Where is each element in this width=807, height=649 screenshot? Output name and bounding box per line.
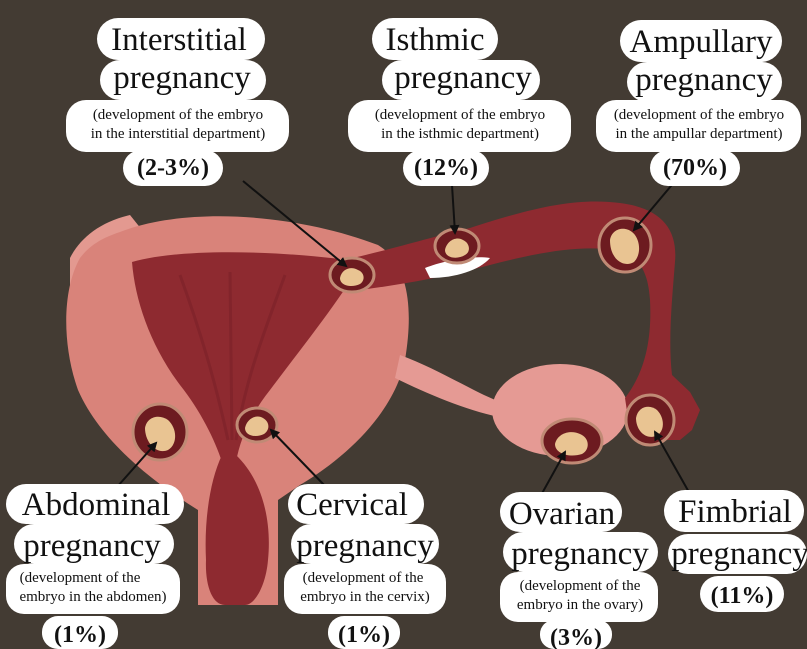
label-abdominal: Abdominal pregnancy (development of the …: [6, 484, 184, 649]
label-abdominal-desc-1: (development of the: [20, 570, 141, 586]
label-interstitial-desc-1: (development of the embryo: [93, 107, 263, 123]
arrow-fimbrial: [655, 432, 690, 494]
label-ampullary-percent: (70%): [663, 155, 727, 181]
label-cervical-percent: (1%): [338, 622, 390, 648]
arrow-isthmic: [452, 185, 455, 233]
embryo-abdominal: [133, 404, 187, 460]
embryo-fimbrial: [626, 395, 674, 445]
label-abdominal-title: Abdominal: [22, 487, 170, 523]
label-fimbrial-subtitle: pregnancy: [671, 536, 807, 572]
label-interstitial-subtitle: pregnancy: [113, 60, 251, 96]
ovarian-ligament: [395, 355, 505, 418]
label-ampullary-title: Ampullary: [630, 24, 773, 60]
label-ovarian-subtitle: pregnancy: [511, 536, 649, 572]
label-isthmic-desc-1: (development of the embryo: [375, 107, 545, 123]
label-isthmic: Isthmic pregnancy (development of the em…: [348, 18, 571, 186]
label-isthmic-subtitle: pregnancy: [394, 60, 532, 96]
label-cervical-subtitle: pregnancy: [296, 528, 434, 564]
label-fimbrial-title: Fimbrial: [678, 494, 792, 530]
label-interstitial: Interstitial pregnancy (development of t…: [66, 18, 289, 186]
label-fimbrial: Fimbrial pregnancy (11%): [664, 490, 807, 612]
label-isthmic-percent: (12%): [414, 155, 478, 181]
label-ampullary-desc-2: in the ampullar department): [615, 126, 782, 142]
label-ovarian-percent: (3%): [550, 625, 602, 649]
label-abdominal-subtitle: pregnancy: [23, 528, 161, 564]
label-ampullary-subtitle: pregnancy: [635, 62, 773, 98]
label-isthmic-title: Isthmic: [386, 22, 485, 58]
embryo-ovarian: [542, 419, 602, 463]
label-cervical-desc-1: (development of the: [303, 570, 424, 586]
label-abdominal-percent: (1%): [54, 622, 106, 648]
label-interstitial-percent: (2-3%): [137, 155, 209, 181]
label-cervical: Cervical pregnancy (development of the e…: [284, 484, 446, 649]
label-ovarian: Ovarian pregnancy (development of the em…: [500, 492, 658, 649]
embryo-isthmic: [435, 229, 479, 263]
label-ovarian-desc-1: (development of the: [520, 578, 641, 594]
label-abdominal-desc-2: embryo in the abdomen): [19, 589, 166, 605]
label-cervical-desc-2: embryo in the cervix): [300, 589, 430, 605]
embryo-interstitial: [330, 258, 374, 292]
label-ovarian-desc-2: embryo in the ovary): [517, 597, 643, 613]
embryo-cervical: [237, 408, 277, 442]
label-ovarian-title: Ovarian: [509, 496, 615, 532]
label-cervical-title: Cervical: [296, 487, 408, 523]
label-ampullary: Ampullary pregnancy (development of the …: [596, 20, 801, 186]
label-isthmic-desc-2: in the isthmic department): [381, 126, 539, 142]
label-ampullary-desc-1: (development of the embryo: [614, 107, 784, 123]
embryo-ampullary: [599, 218, 651, 272]
label-interstitial-title: Interstitial: [111, 22, 247, 58]
label-interstitial-desc-2: in the interstitial department): [91, 126, 266, 142]
label-fimbrial-percent: (11%): [711, 583, 774, 609]
